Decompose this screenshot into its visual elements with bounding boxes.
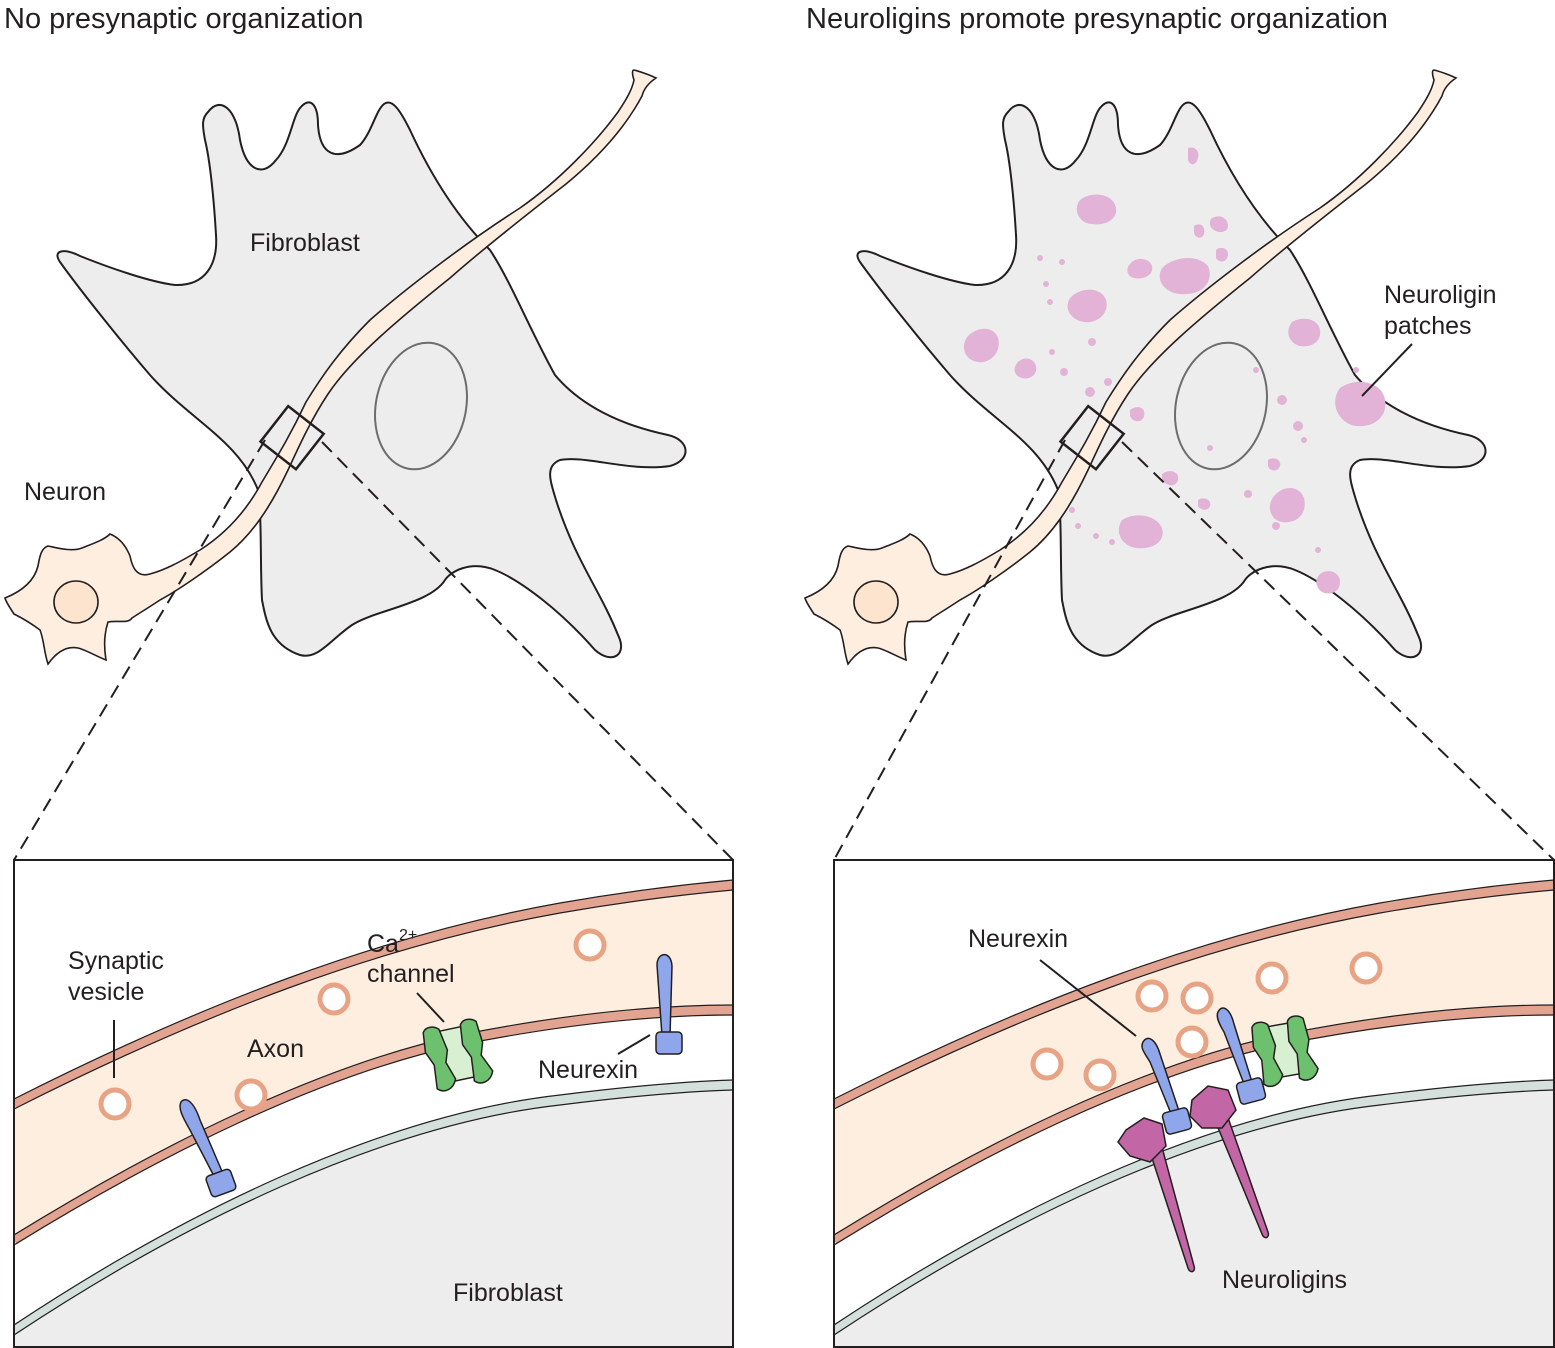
left-zoom-line-right (321, 441, 734, 861)
neurexin-label-right: Neurexin (968, 925, 1068, 953)
left-inset: Synaptic vesicle Axon Ca2+ channel Neure… (13, 859, 734, 1348)
neurexin-protein (1141, 1037, 1193, 1135)
calcium-channel (422, 1018, 494, 1092)
right-fibroblast-membrane (834, 1080, 1554, 1335)
left-neuron-label: Neuron (24, 478, 106, 506)
neurexin-protein (655, 953, 683, 1055)
neurexin-protein (179, 1099, 237, 1198)
left-fibroblast-cell (56, 101, 687, 659)
synaptic-vesicle (317, 982, 351, 1016)
synaptic-vesicle (1255, 961, 1289, 995)
synaptic-vesicle (1180, 981, 1214, 1015)
channel-label: channel (367, 960, 455, 988)
neuroligin-protein (1189, 1085, 1270, 1239)
right-zoom-line-left (833, 439, 1066, 861)
synaptic-vesicle (1083, 1058, 1117, 1092)
neuroligin-patches-pointer (1361, 343, 1413, 397)
synaptic-vesicle-label-2: vesicle (68, 978, 144, 1006)
left-zoom-box (258, 404, 326, 472)
neuroligin-patches (963, 147, 1386, 594)
channel-pointer (416, 992, 445, 1023)
calcium-channel (1251, 1015, 1319, 1088)
neurexin-pointer-left (617, 1034, 651, 1055)
axon-label: Axon (247, 1035, 304, 1063)
right-zoom-line-right (1121, 441, 1555, 861)
synaptic-vesicle (1349, 951, 1383, 985)
neuroligin-patches-label: Neuroligin (1384, 281, 1497, 309)
synaptic-vesicle (98, 1087, 132, 1121)
synaptic-vesicle (234, 1078, 268, 1112)
right-neuron (804, 69, 1457, 665)
left-fibroblast-membrane (14, 1080, 733, 1335)
synaptic-vesicle (573, 928, 607, 962)
neuroligin-protein (1117, 1117, 1196, 1273)
right-neuron-nucleus (853, 580, 899, 624)
inset-fibroblast-label: Fibroblast (453, 1279, 563, 1307)
neurexin-label-left: Neurexin (538, 1056, 638, 1084)
left-neuron (4, 69, 657, 665)
left-panel-title: No presynaptic organization (4, 3, 363, 35)
synaptic-vesicle (1135, 979, 1169, 1013)
right-fibroblast-cell (856, 101, 1487, 659)
neurexin-pointer-right (1039, 959, 1137, 1037)
synaptic-vesicle (1175, 1025, 1209, 1059)
right-panel-title: Neuroligins promote presynaptic organiza… (806, 3, 1388, 35)
neurexin-protein (1216, 1007, 1267, 1105)
ca-label: Ca2+ (367, 927, 417, 958)
synaptic-vesicle-label: Synaptic (68, 947, 164, 975)
left-zoom-line-left (13, 439, 266, 861)
left-fibroblast-nucleus (374, 341, 468, 471)
neuroligins-label: Neuroligins (1222, 1266, 1347, 1294)
right-fibroblast-nucleus (1174, 341, 1268, 471)
right-zoom-box (1058, 404, 1126, 472)
left-fibroblast-label: Fibroblast (250, 229, 360, 257)
left-neuron-nucleus (53, 580, 99, 624)
neuroligin-patches-label-2: patches (1384, 312, 1472, 340)
right-inset: Neurexin Neuroligins (833, 859, 1555, 1348)
synaptic-vesicle (1030, 1047, 1064, 1081)
